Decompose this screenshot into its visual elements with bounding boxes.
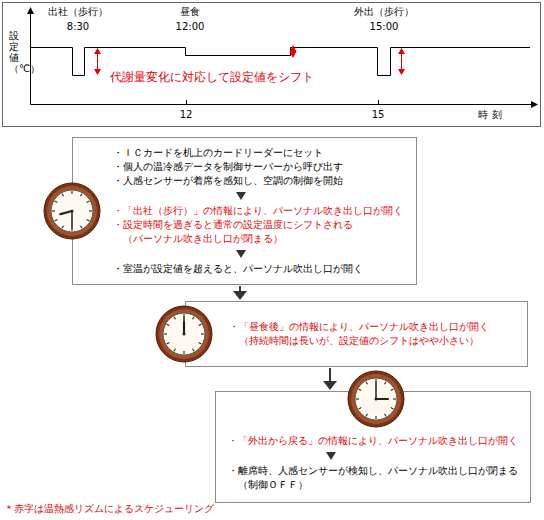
chart-label: ＊赤字は温熱感リズムによるスケジューリング (4, 503, 214, 515)
bullet-text: ・離席時、人感センサーが検知し、パーソナル吹出し口が閉まる （制御ＯＦＦ） (228, 464, 523, 492)
bullet-text: ・室温が設定値を超えると、パーソナル吹出し口が開く (113, 262, 410, 276)
bullet-text: ・「昼食後」の情報により、パーソナル吹き出し口が開く （持続時間は長いが、設定値… (229, 320, 494, 348)
chart-label: 外出（歩行） (354, 6, 414, 18)
clock-icon (42, 181, 102, 241)
bullet-text: ・「出社（歩行）」の情報により、パーソナル吹き出し口が開く (113, 204, 410, 218)
flow-arrow (323, 368, 337, 390)
step-triangle-icon (235, 249, 247, 259)
chart-label: 15:00 (370, 21, 399, 33)
chart-label: 昼食 (180, 6, 200, 18)
step-triangle-icon (235, 191, 247, 201)
chart-label: 15 (372, 109, 385, 121)
bullet-text: ・設定時間を過ぎると通常の設定温度にシフトされる （パーソナル吹き出し口が閉まる… (113, 218, 358, 246)
chart-label: 12 (180, 109, 193, 121)
chart-label: 12:00 (176, 21, 205, 33)
step-triangle-icon (325, 451, 337, 461)
step-triangle (113, 188, 410, 204)
step-triangle (228, 448, 524, 464)
chart-panel (3, 3, 541, 127)
clock-icon (346, 369, 406, 429)
process-box: ・「昼食後」の情報により、パーソナル吹き出し口が開く （持続時間は長いが、設定値… (185, 301, 528, 367)
bullet-text: ・ＩＣカードを机上のカードリーダーにセット (113, 146, 410, 160)
chart-label: 代謝量変化に対応して設定値をシフト (110, 70, 314, 84)
bullet-text: ・人感センサーが着席を感知し、空調の制御を開始 (113, 174, 410, 188)
chart-label: 時 刻 (478, 109, 501, 121)
bullet-text: ・「外出から戻る」の情報により、パーソナル吹き出し口が開く (228, 434, 524, 448)
flow-arrow (233, 286, 247, 300)
step-triangle (113, 246, 410, 262)
axes (31, 12, 533, 105)
axis-label: 設定値（℃） (9, 30, 19, 74)
process-box: ・「外出から戻る」の情報により、パーソナル吹き出し口が開く・離席時、人感センサー… (215, 391, 531, 503)
bullet-text: ・個人の温冷感データを制御サーバーから呼び出す (113, 160, 410, 174)
clock-icon (154, 304, 214, 364)
axis-arrowheads (27, 7, 538, 108)
process-box: ・ＩＣカードを机上のカードリーダーにセット・個人の温冷感データを制御サーバーから… (72, 137, 417, 285)
chart-label: 8:30 (67, 21, 89, 33)
chart-label: 出社（歩行） (48, 6, 108, 18)
